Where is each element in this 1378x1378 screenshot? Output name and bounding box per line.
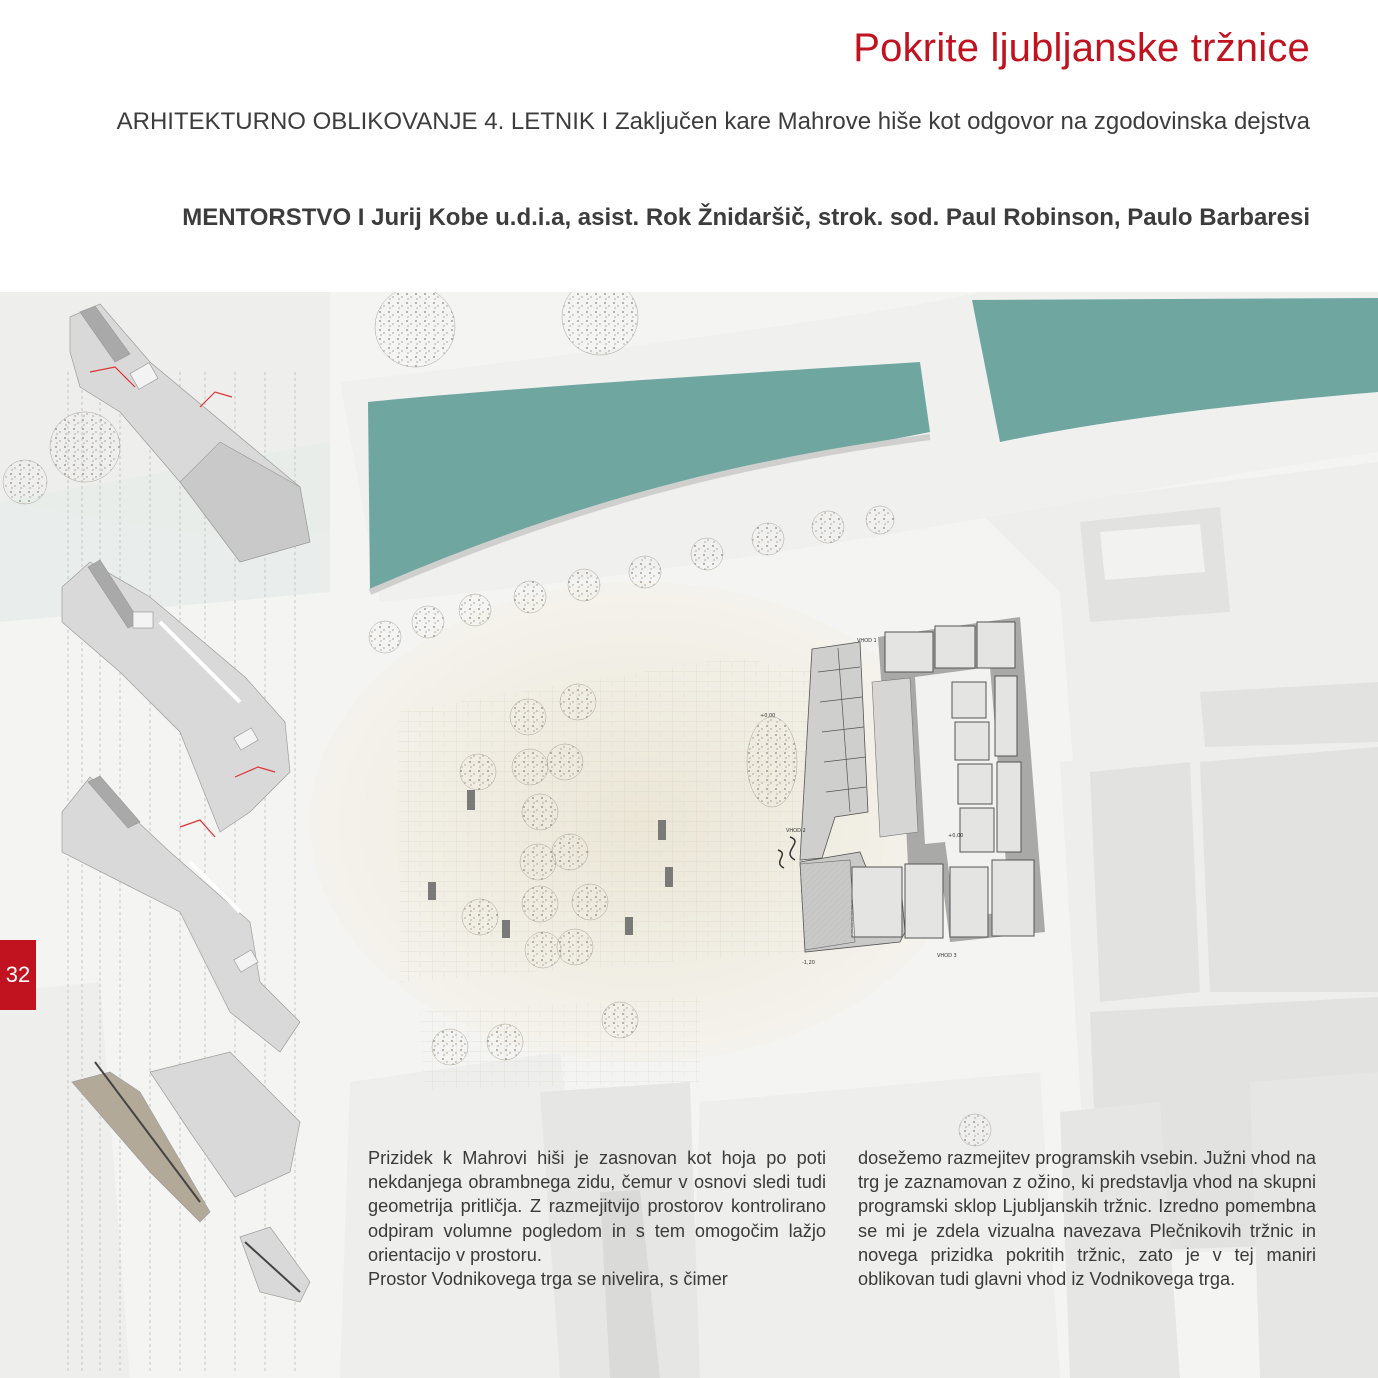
- body-paragraph: dosežemo razmejitev programskih vsebin. …: [858, 1148, 1316, 1290]
- axonometric-sequence: [61, 303, 311, 1372]
- label-level-a: +0,00: [760, 713, 775, 719]
- market-stalls: [428, 790, 673, 938]
- page-title: Pokrite ljubljanske tržnice: [853, 26, 1310, 70]
- body-text-right: dosežemo razmejitev programskih vsebin. …: [858, 1146, 1316, 1291]
- body-paragraph: Prizidek k Mahrovi hiši je zasnovan kot …: [368, 1148, 826, 1265]
- mentors-line: MENTORSTVO I Jurij Kobe u.d.i.a, asist. …: [182, 204, 1310, 231]
- label-entrance-2: VHOD 2: [786, 828, 806, 834]
- market-paving: [398, 657, 815, 982]
- trees: [2, 292, 992, 1147]
- plan-labels: VHOD 1 VHOD 2 VHOD 3 +0,00 +0,00 -1,20: [760, 638, 963, 966]
- embankment: [368, 434, 931, 595]
- page-subtitle: ARHITEKTURNO OBLIKOVANJE 4. LETNIK I Zak…: [116, 108, 1310, 135]
- page-number: 32: [0, 940, 36, 1010]
- label-level-c: -1,20: [802, 960, 815, 966]
- label-entrance-1: VHOD 1: [857, 638, 877, 644]
- label-level-b: +0,00: [948, 833, 963, 839]
- label-entrance-3: VHOD 3: [937, 953, 957, 959]
- body-text-left: Prizidek k Mahrovi hiši je zasnovan kot …: [368, 1146, 826, 1291]
- south-buildings: [540, 1072, 1378, 1378]
- site-plan-drawing: VHOD 1 VHOD 2 VHOD 3 +0,00 +0,00 -1,20: [0, 292, 1378, 1378]
- mahr-house-plan: [777, 617, 1045, 953]
- river-water-east: [972, 298, 1378, 442]
- site-plan-figure: VHOD 1 VHOD 2 VHOD 3 +0,00 +0,00 -1,20: [0, 292, 1378, 1378]
- body-paragraph: Prostor Vodnikovega trga se nivelira, s …: [368, 1269, 728, 1290]
